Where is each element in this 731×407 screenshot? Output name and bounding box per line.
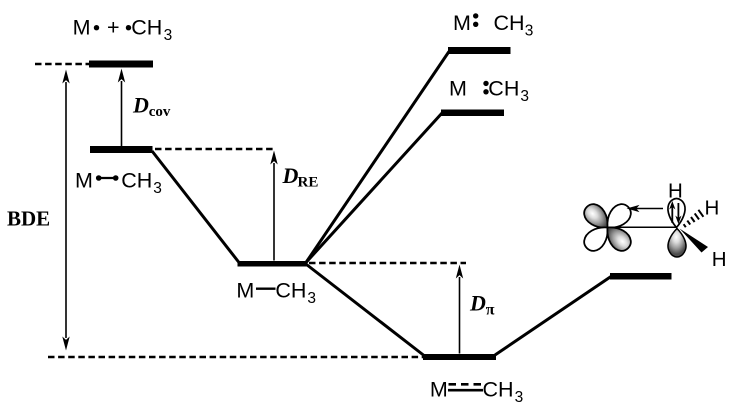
svg-text:BDE: BDE [7, 207, 50, 231]
svg-text:M: M [73, 16, 91, 40]
svg-text:M: M [430, 377, 448, 401]
svg-text:RE: RE [298, 175, 319, 191]
svg-text:3: 3 [164, 27, 173, 44]
svg-text:M: M [453, 11, 471, 35]
svg-text:CH: CH [121, 168, 152, 192]
svg-text:M: M [236, 278, 254, 302]
svg-text:3: 3 [520, 88, 529, 105]
svg-text:H: H [705, 197, 720, 220]
svg-text:M: M [449, 76, 467, 100]
svg-text:CH: CH [488, 76, 519, 100]
svg-text:3: 3 [307, 290, 316, 307]
svg-text:3: 3 [525, 23, 534, 40]
svg-text:+: + [107, 16, 120, 40]
svg-text:M: M [75, 168, 93, 192]
svg-text:D: D [282, 163, 299, 188]
svg-text:3: 3 [153, 180, 162, 197]
svg-text:D: D [132, 92, 149, 117]
svg-text:CH: CH [275, 278, 306, 302]
svg-text:cov: cov [149, 104, 171, 120]
svg-text:CH: CH [494, 11, 525, 35]
svg-text:H: H [668, 179, 683, 202]
svg-text:D: D [469, 291, 486, 316]
svg-text:CH: CH [131, 16, 162, 40]
svg-text:H: H [712, 248, 727, 271]
svg-text:3: 3 [515, 389, 524, 406]
svg-text:CH: CH [483, 377, 514, 401]
svg-text:π: π [486, 302, 495, 319]
